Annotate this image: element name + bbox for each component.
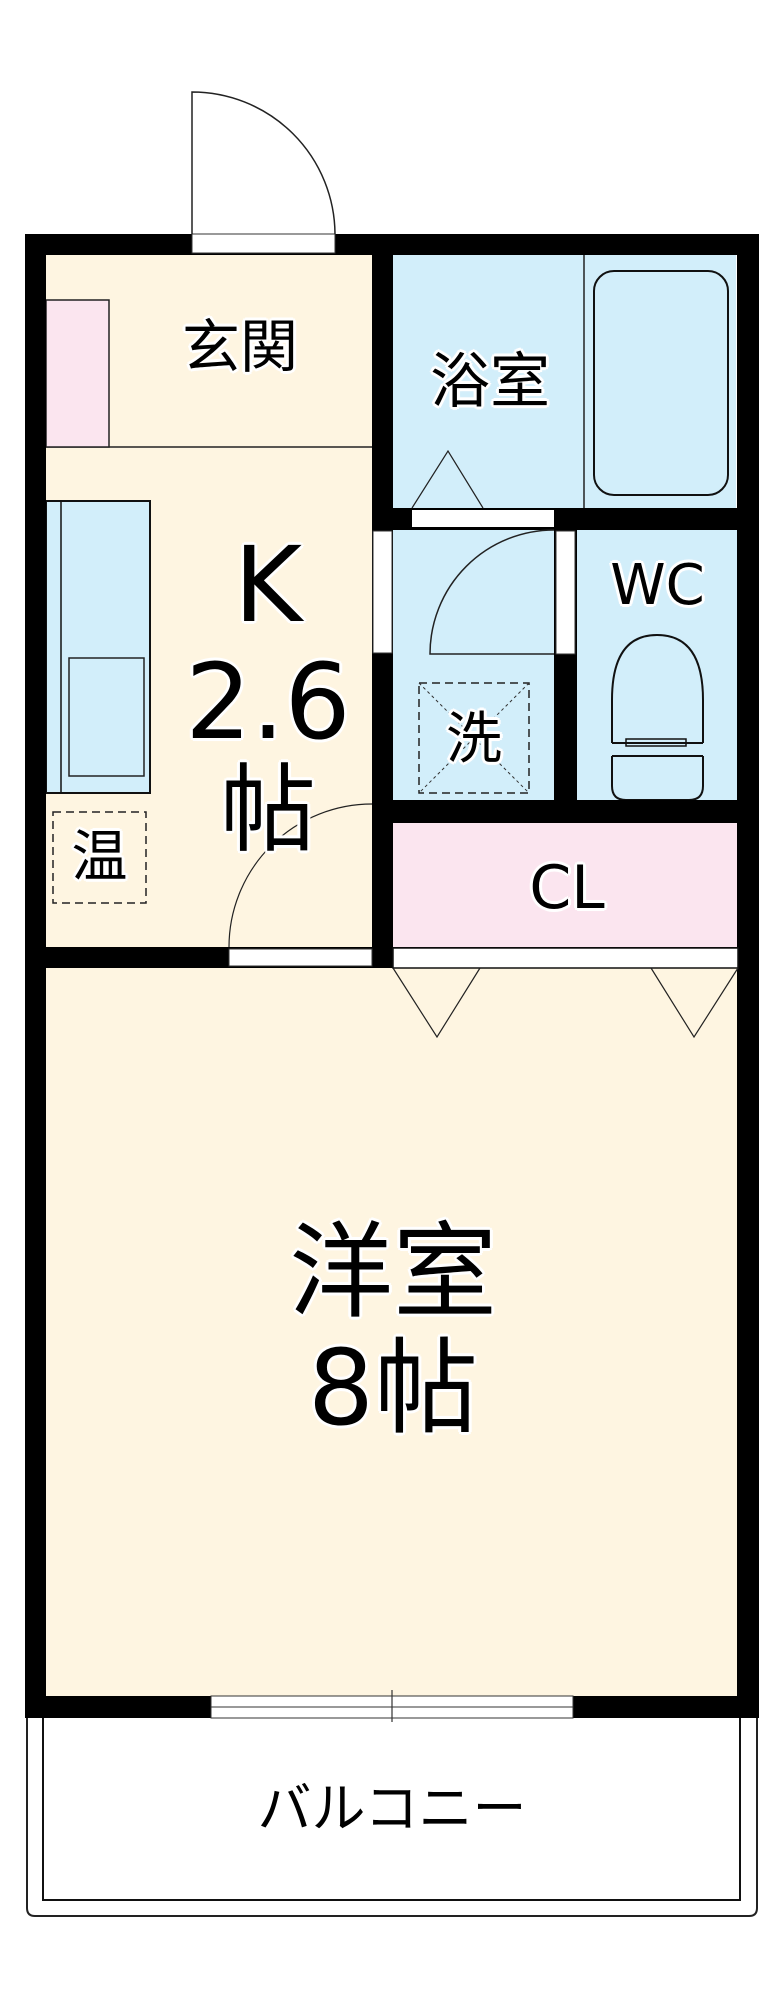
- western-room-floor: [46, 968, 737, 1696]
- washing-machine-label: 洗: [446, 707, 502, 772]
- balcony-label: バルコニー: [257, 1777, 527, 1840]
- western-room-size-label: 8帖: [307, 1327, 479, 1449]
- genkan-label: 玄関: [181, 313, 298, 381]
- kitchen-unit-label: 帖: [220, 754, 316, 866]
- closet-label: CL: [529, 853, 605, 923]
- kitchen-size-label: 2.6: [185, 641, 351, 763]
- kitchen-counter: [45, 500, 151, 794]
- toilet-fixture: [611, 633, 704, 801]
- kitchen-name-label: K: [233, 524, 303, 646]
- washing-machine-space: [418, 682, 530, 794]
- balcony: [26, 1718, 758, 1917]
- closet-floor: [393, 823, 738, 948]
- toilet-door[interactable]: [555, 530, 576, 655]
- bathtub: [593, 270, 729, 496]
- entrance-door[interactable]: [191, 91, 336, 254]
- balcony-window[interactable]: [210, 1690, 574, 1722]
- walls: [25, 234, 759, 1718]
- sink: [68, 657, 145, 777]
- bathroom-label: 浴室: [430, 347, 550, 417]
- water-heater-label: 温: [71, 825, 128, 890]
- shoe-closet: [45, 299, 110, 448]
- kitchen-door[interactable]: [228, 803, 373, 967]
- bathroom-door[interactable]: [411, 449, 554, 527]
- water-heater-box: [52, 811, 147, 904]
- western-room-name-label: 洋室: [288, 1211, 497, 1333]
- washroom-floor: [393, 530, 554, 800]
- toilet-label: WC: [610, 553, 705, 618]
- closet-door[interactable]: [392, 947, 739, 1039]
- washroom-door[interactable]: [372, 529, 555, 655]
